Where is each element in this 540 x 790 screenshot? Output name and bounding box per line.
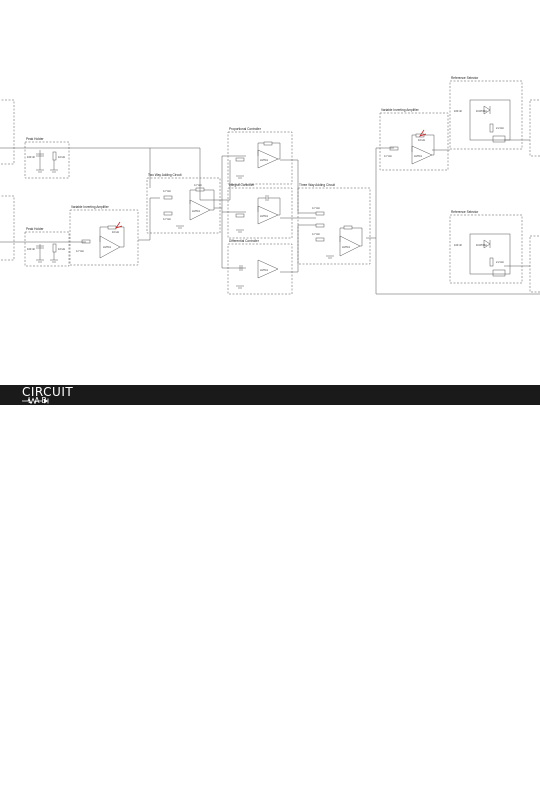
two-way-adder-title: Two Way Adding Circuit	[148, 173, 182, 177]
input-block-bottom	[0, 195, 15, 261]
opamp-label-3way: LM741	[342, 245, 350, 249]
differential-controller	[227, 243, 293, 295]
output-block-bottom	[529, 235, 540, 293]
reference-selector-bottom	[449, 214, 523, 284]
opamp-label-adder: LM741	[192, 209, 200, 213]
cap-label-bottom: 100 nF	[27, 247, 35, 251]
variable-amp-right	[379, 112, 449, 171]
opamp-label-p: LM741	[260, 158, 268, 162]
logo-text-top: CIRCUIT	[22, 385, 74, 399]
cap-label-ref-bottom: 100 nF	[454, 243, 462, 247]
pot-arrow-right	[419, 129, 427, 137]
diode-label-bottom: 1N4733A	[476, 243, 487, 247]
res-label-right-amp: 4.7 kΩ	[384, 154, 392, 158]
res-label-ref-top: 2.2 kΩ	[496, 126, 504, 130]
variable-amp-left	[69, 209, 139, 266]
opamp-label-d: LM741	[260, 268, 268, 272]
reference-selector-top	[449, 80, 523, 150]
pot-label-right: 10 kΩ	[418, 138, 425, 142]
two-way-adder	[146, 177, 221, 234]
integral-title: Integral Controller	[229, 183, 255, 187]
res-label-adder-3: 4.7 kΩ	[194, 183, 202, 187]
res-label-ref-bottom: 2.2 kΩ	[496, 260, 504, 264]
footer-bar: CIRCUIT LAB JEGHC / Full Mouse System ht…	[0, 385, 540, 790]
peak-holder-bottom-title: Peak Holder	[26, 227, 44, 231]
three-way-adder-title: Three Way Adding Circuit	[299, 183, 335, 187]
cap-label-ref-top: 100 nF	[454, 109, 462, 113]
variable-amp-right-title: Variable Inverting Amplifier	[381, 108, 420, 112]
differential-title: Differential Controller	[229, 239, 260, 243]
three-way-adder	[297, 187, 371, 265]
diode-label-top: 1N4733A	[476, 109, 487, 113]
peak-holder-bottom	[24, 231, 70, 267]
opamp-label-right: LM741	[414, 154, 422, 158]
circuitlab-logo[interactable]: CIRCUIT LAB	[22, 385, 92, 405]
author-link[interactable]: JEGHC	[116, 770, 147, 780]
opamp-label-left: LM741	[103, 245, 111, 249]
input-block-top	[0, 99, 15, 165]
proportional-controller	[227, 131, 293, 185]
reference-bottom-title: Reference Selector	[451, 210, 479, 214]
res-label-3way-2: 4.7 kΩ	[312, 232, 320, 236]
res-label-adder-2: 4.7 kΩ	[163, 217, 171, 221]
resistor-logo-icon	[22, 397, 49, 404]
res-label-bottom: 10 kΩ	[58, 247, 65, 251]
title-separator: /	[146, 770, 155, 780]
res-label-top: 10 kΩ	[58, 155, 65, 159]
reference-top-title: Reference Selector	[451, 76, 479, 80]
pot-label-left: 10 kΩ	[112, 230, 119, 234]
peak-holder-top-title: Peak Holder	[26, 137, 44, 141]
cap-label-top: 100 nF	[27, 155, 35, 159]
circuit-url[interactable]: http://circuitlab.com/c42kz93	[116, 780, 230, 790]
schematic-canvas[interactable]: Peak Holder Peak Holder Variable Inverti…	[0, 0, 540, 385]
circuit-title: Full Mouse System	[154, 770, 236, 780]
logo-text-bottom: LAB	[28, 396, 49, 405]
variable-amp-left-title: Variable Inverting Amplifier	[71, 205, 110, 209]
res-label-adder-1: 4.7 kΩ	[163, 189, 171, 193]
proportional-title: Proportional Controller	[229, 127, 262, 131]
peak-holder-top	[24, 141, 70, 179]
pot-arrow-left	[115, 221, 123, 229]
circuit-title-line: JEGHC / Full Mouse System	[116, 770, 236, 780]
res-label-left-amp: 4.7 kΩ	[76, 249, 84, 253]
output-block-top	[529, 99, 540, 157]
res-label-3way-1: 4.7 kΩ	[312, 206, 320, 210]
integral-controller	[227, 187, 293, 239]
opamp-label-i: LM741	[260, 214, 268, 218]
